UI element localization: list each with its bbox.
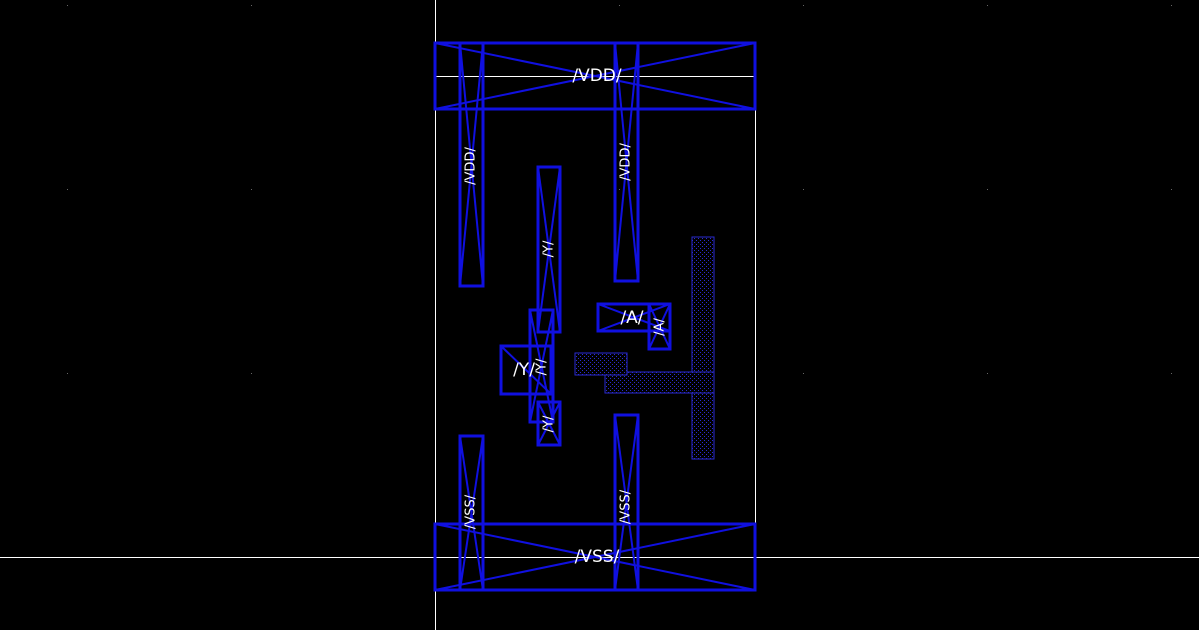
metal-a-vertical (691, 236, 715, 460)
vdd-rail-label: /VDD/ (572, 66, 622, 86)
vss-right-label: /VSS/ (619, 489, 634, 524)
vdd-left-pin[interactable] (458, 41, 485, 288)
y-box-pin[interactable] (499, 344, 553, 396)
vdd-right-label: /VDD/ (619, 143, 634, 181)
y-lower-pin[interactable] (536, 400, 562, 447)
a-small-pin[interactable] (647, 302, 672, 351)
grid-dot (67, 373, 68, 374)
grid-dot (251, 5, 252, 6)
vdd-right-pin[interactable] (613, 41, 640, 283)
vss-rail-label: /VSS/ (575, 547, 620, 567)
vdd-rail-pin[interactable] (433, 41, 757, 111)
vss-left-pin[interactable] (458, 434, 485, 592)
grid-dot (803, 373, 804, 374)
grid-dot (1171, 189, 1172, 190)
grid-dot (1171, 5, 1172, 6)
y-lower-label: /Y/ (542, 415, 557, 432)
vdd-left-label: /VDD/ (464, 147, 479, 185)
grid-dot (987, 373, 988, 374)
grid-dot (803, 189, 804, 190)
vss-right-pin[interactable] (613, 413, 640, 592)
metal-a-horizontal (604, 371, 715, 394)
grid-dot (619, 189, 620, 190)
y-box-label: /Y/ (513, 360, 535, 380)
a-box-label: /A/ (620, 308, 643, 328)
a-small-label: /A/ (653, 318, 668, 336)
y-upper-label: /Y/ (542, 240, 557, 257)
vss-left-label: /VSS/ (464, 494, 479, 529)
grid-dot (67, 189, 68, 190)
y-small-label: /Y/ (535, 358, 550, 375)
grid-dot (987, 189, 988, 190)
metal-stub (574, 352, 628, 376)
grid-dot (251, 373, 252, 374)
grid-dot (67, 5, 68, 6)
vss-rail-pin[interactable] (433, 522, 757, 592)
grid-dot (1171, 373, 1172, 374)
grid-dot (803, 5, 804, 6)
grid-dot (251, 189, 252, 190)
grid-dot (619, 5, 620, 6)
grid-dot (987, 5, 988, 6)
